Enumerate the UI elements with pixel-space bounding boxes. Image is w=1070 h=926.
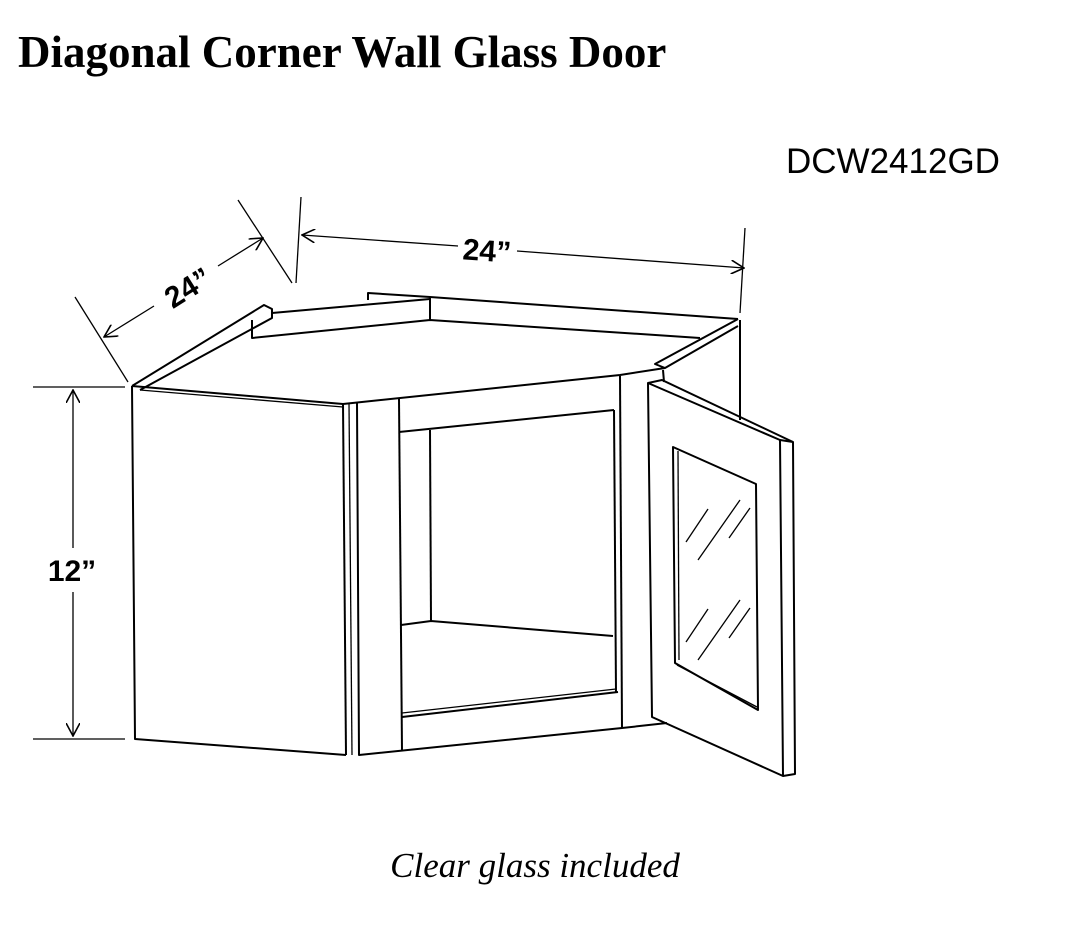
height-dimension: 12” [33,386,125,740]
page-title: Diagonal Corner Wall Glass Door [18,27,667,77]
cabinet-body [131,292,741,756]
back-width-label: 24” [462,233,513,269]
glass-door [647,379,796,777]
caption: Clear glass included [390,846,680,885]
height-label: 12” [48,555,96,588]
glass-reflection-lines [685,499,751,661]
back-width-dimension: 24” [295,196,746,314]
side-depth-label: 24” [159,262,218,316]
model-code: DCW2412GD [786,142,1000,181]
